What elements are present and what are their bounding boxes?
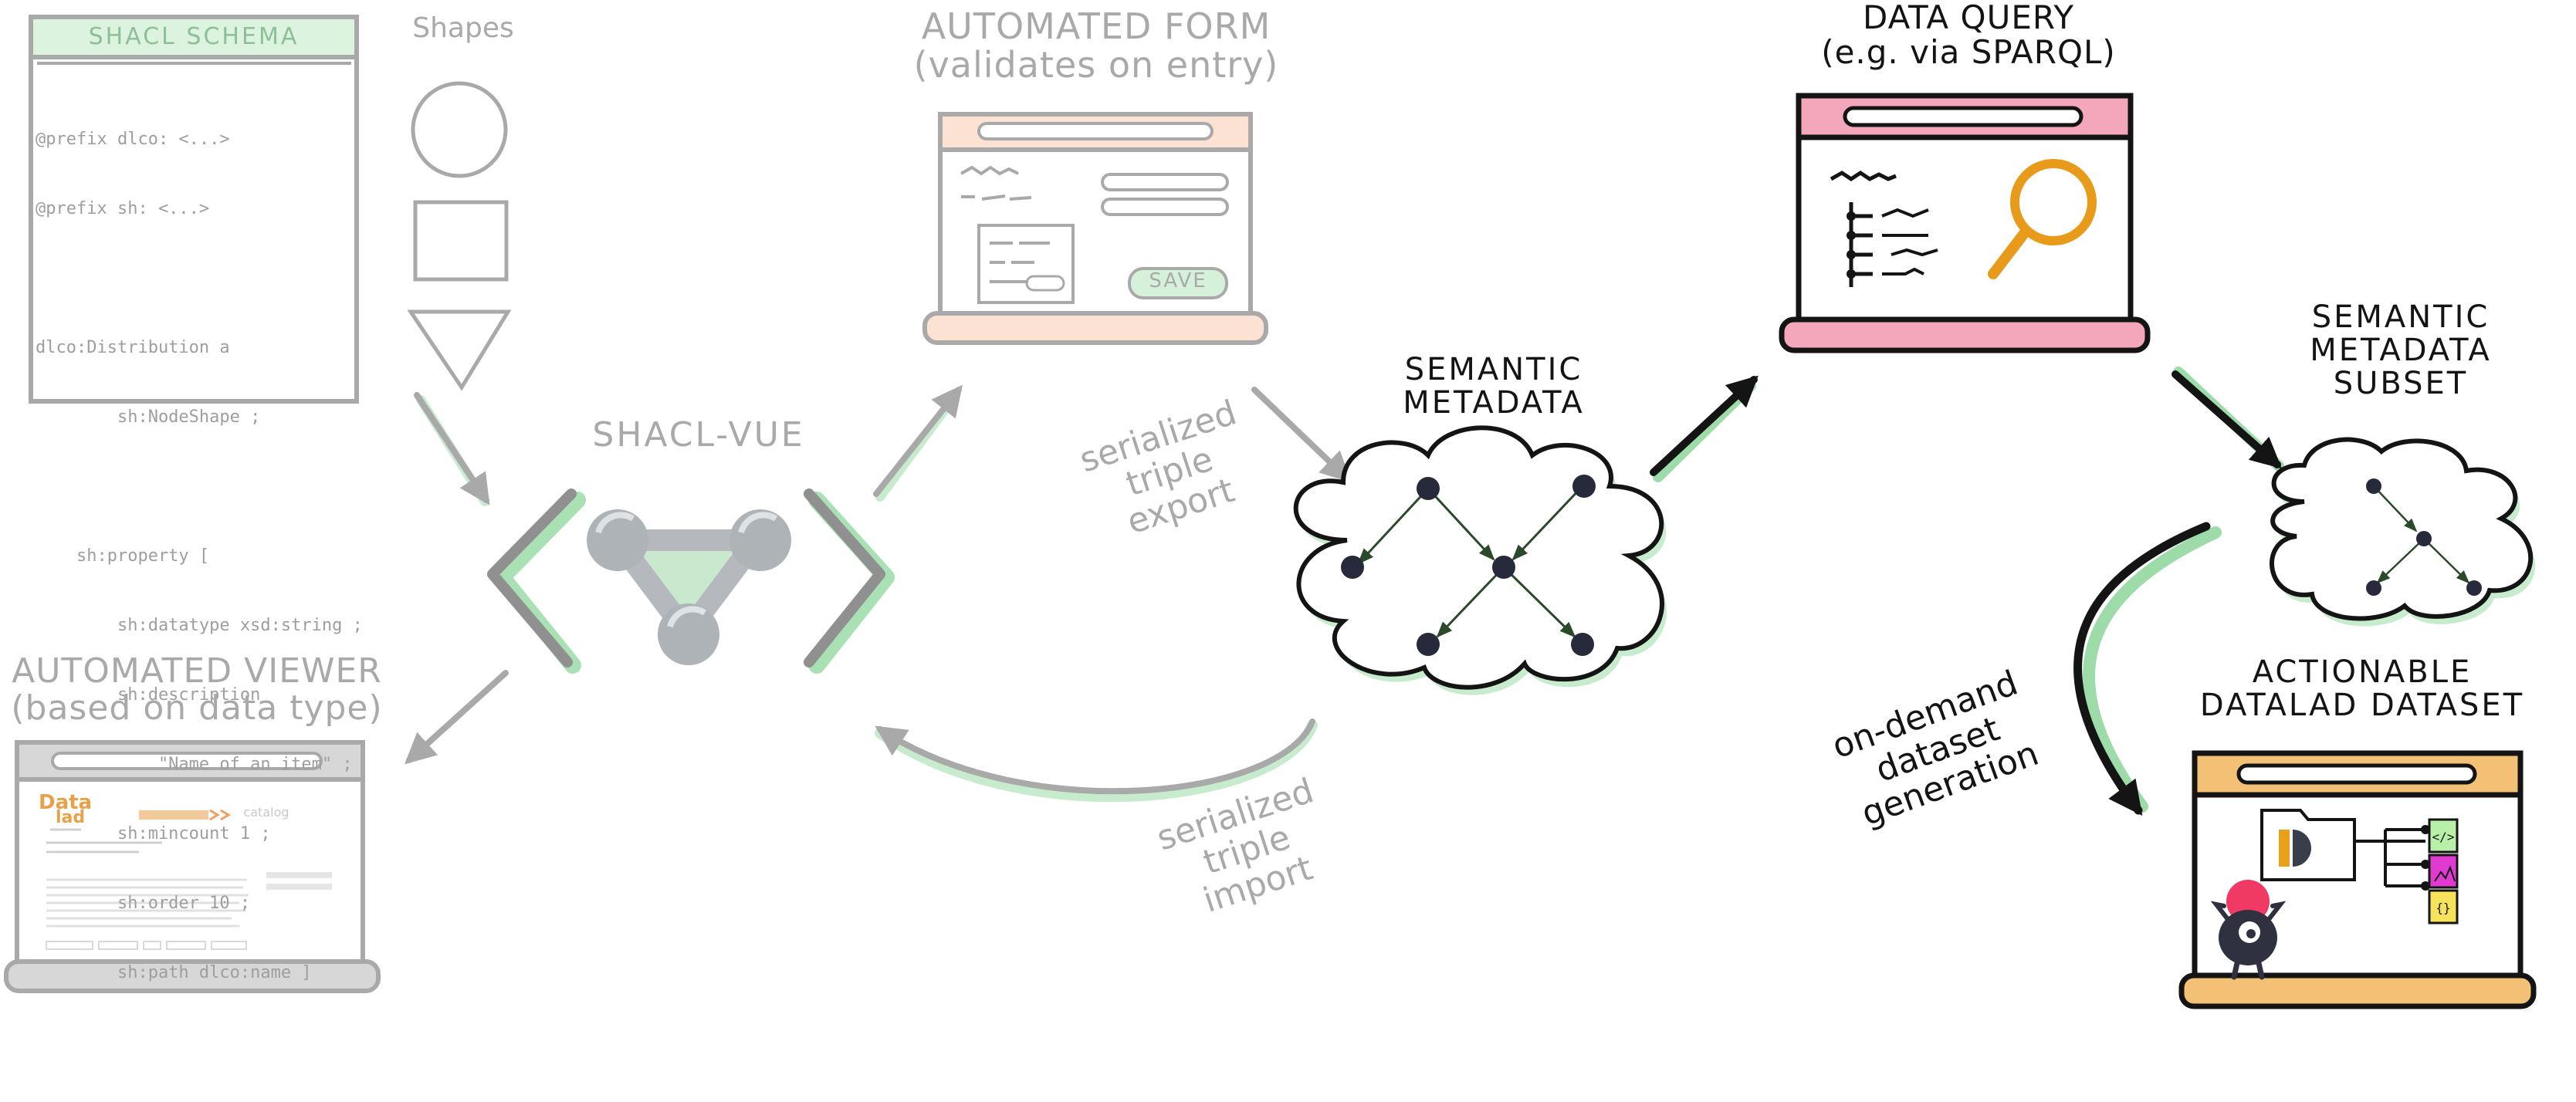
datalad-dataset-window: </> {}	[2178, 750, 2537, 1009]
viewer-nav: catalog	[243, 805, 289, 820]
automated-viewer-label: AUTOMATED VIEWER (based on data type)	[11, 651, 383, 728]
automated-viewer-window	[4, 740, 381, 993]
folder-icon	[2260, 809, 2356, 881]
viewer-logo-top: Data	[39, 791, 93, 814]
metadata-subset-cloud	[2270, 437, 2536, 627]
square-shape-icon	[413, 200, 509, 282]
semantic-metadata-label: SEMANTIC METADATA	[1403, 352, 1585, 421]
code-line: @prefix sh: <...>	[36, 199, 210, 218]
code-file-icon	[2428, 818, 2459, 854]
code-line: sh:property [	[36, 546, 210, 566]
actionable-dataset-label: ACTIONABLE DATALAD DATASET	[2199, 654, 2525, 724]
automated-form-window	[922, 112, 1268, 345]
circle-shape-icon	[411, 81, 508, 178]
data-query-window	[1779, 93, 2151, 353]
json-file-icon	[2428, 889, 2459, 925]
magnifier-icon	[1988, 159, 2097, 279]
code-line: sh:datatype xsd:string ;	[36, 616, 363, 635]
code-line: @prefix dlco: <...>	[36, 130, 230, 149]
form-save-label: SAVE	[1149, 269, 1207, 292]
code-line: "Name of an item" ;	[36, 755, 353, 774]
svg-text:{}: {}	[2436, 901, 2450, 915]
code-line: sh:mincount 1 ;	[36, 824, 271, 843]
metadata-subset-label: SEMANTIC METADATA SUBSET	[2310, 299, 2492, 402]
code-line: sh:NodeShape ;	[36, 407, 261, 427]
code-line: dlco:Distribution a	[36, 338, 230, 357]
shapes-label: Shapes	[412, 12, 514, 44]
automated-form-label: AUTOMATED FORM (validates on entry)	[913, 5, 1279, 86]
semantic-metadata-cloud	[1293, 425, 1667, 695]
grey-arrows	[405, 384, 1352, 803]
viewer-logo-bottom: lad	[56, 808, 86, 827]
code-line: sh:description	[36, 685, 261, 705]
shacl-vue-logo-icon	[587, 509, 791, 665]
code-line	[36, 475, 363, 499]
svg-text:</>: </>	[2432, 830, 2455, 844]
shacl-vue-label: SHACL-VUE	[592, 415, 805, 455]
image-file-icon	[2428, 854, 2459, 889]
schema-title: SHACL SCHEMA	[88, 23, 300, 50]
data-query-label: DATA QUERY (e.g. via SPARQL)	[1821, 0, 2116, 72]
code-line: sh:order 10 ;	[36, 894, 251, 913]
code-line: sh:path dlco:name ]	[36, 963, 312, 982]
shapes-group	[407, 81, 512, 391]
shacl-schema-panel	[29, 15, 359, 404]
form-save-button	[1128, 267, 1228, 299]
datalad-mascot-icon	[2210, 880, 2287, 980]
code-line	[36, 267, 363, 290]
schema-code: @prefix dlco: <...> @prefix sh: <...> dl…	[36, 82, 363, 1008]
dark-arrows	[1650, 367, 2284, 816]
triangle-shape-icon	[407, 309, 512, 391]
shacl-vue-brackets	[487, 488, 895, 674]
